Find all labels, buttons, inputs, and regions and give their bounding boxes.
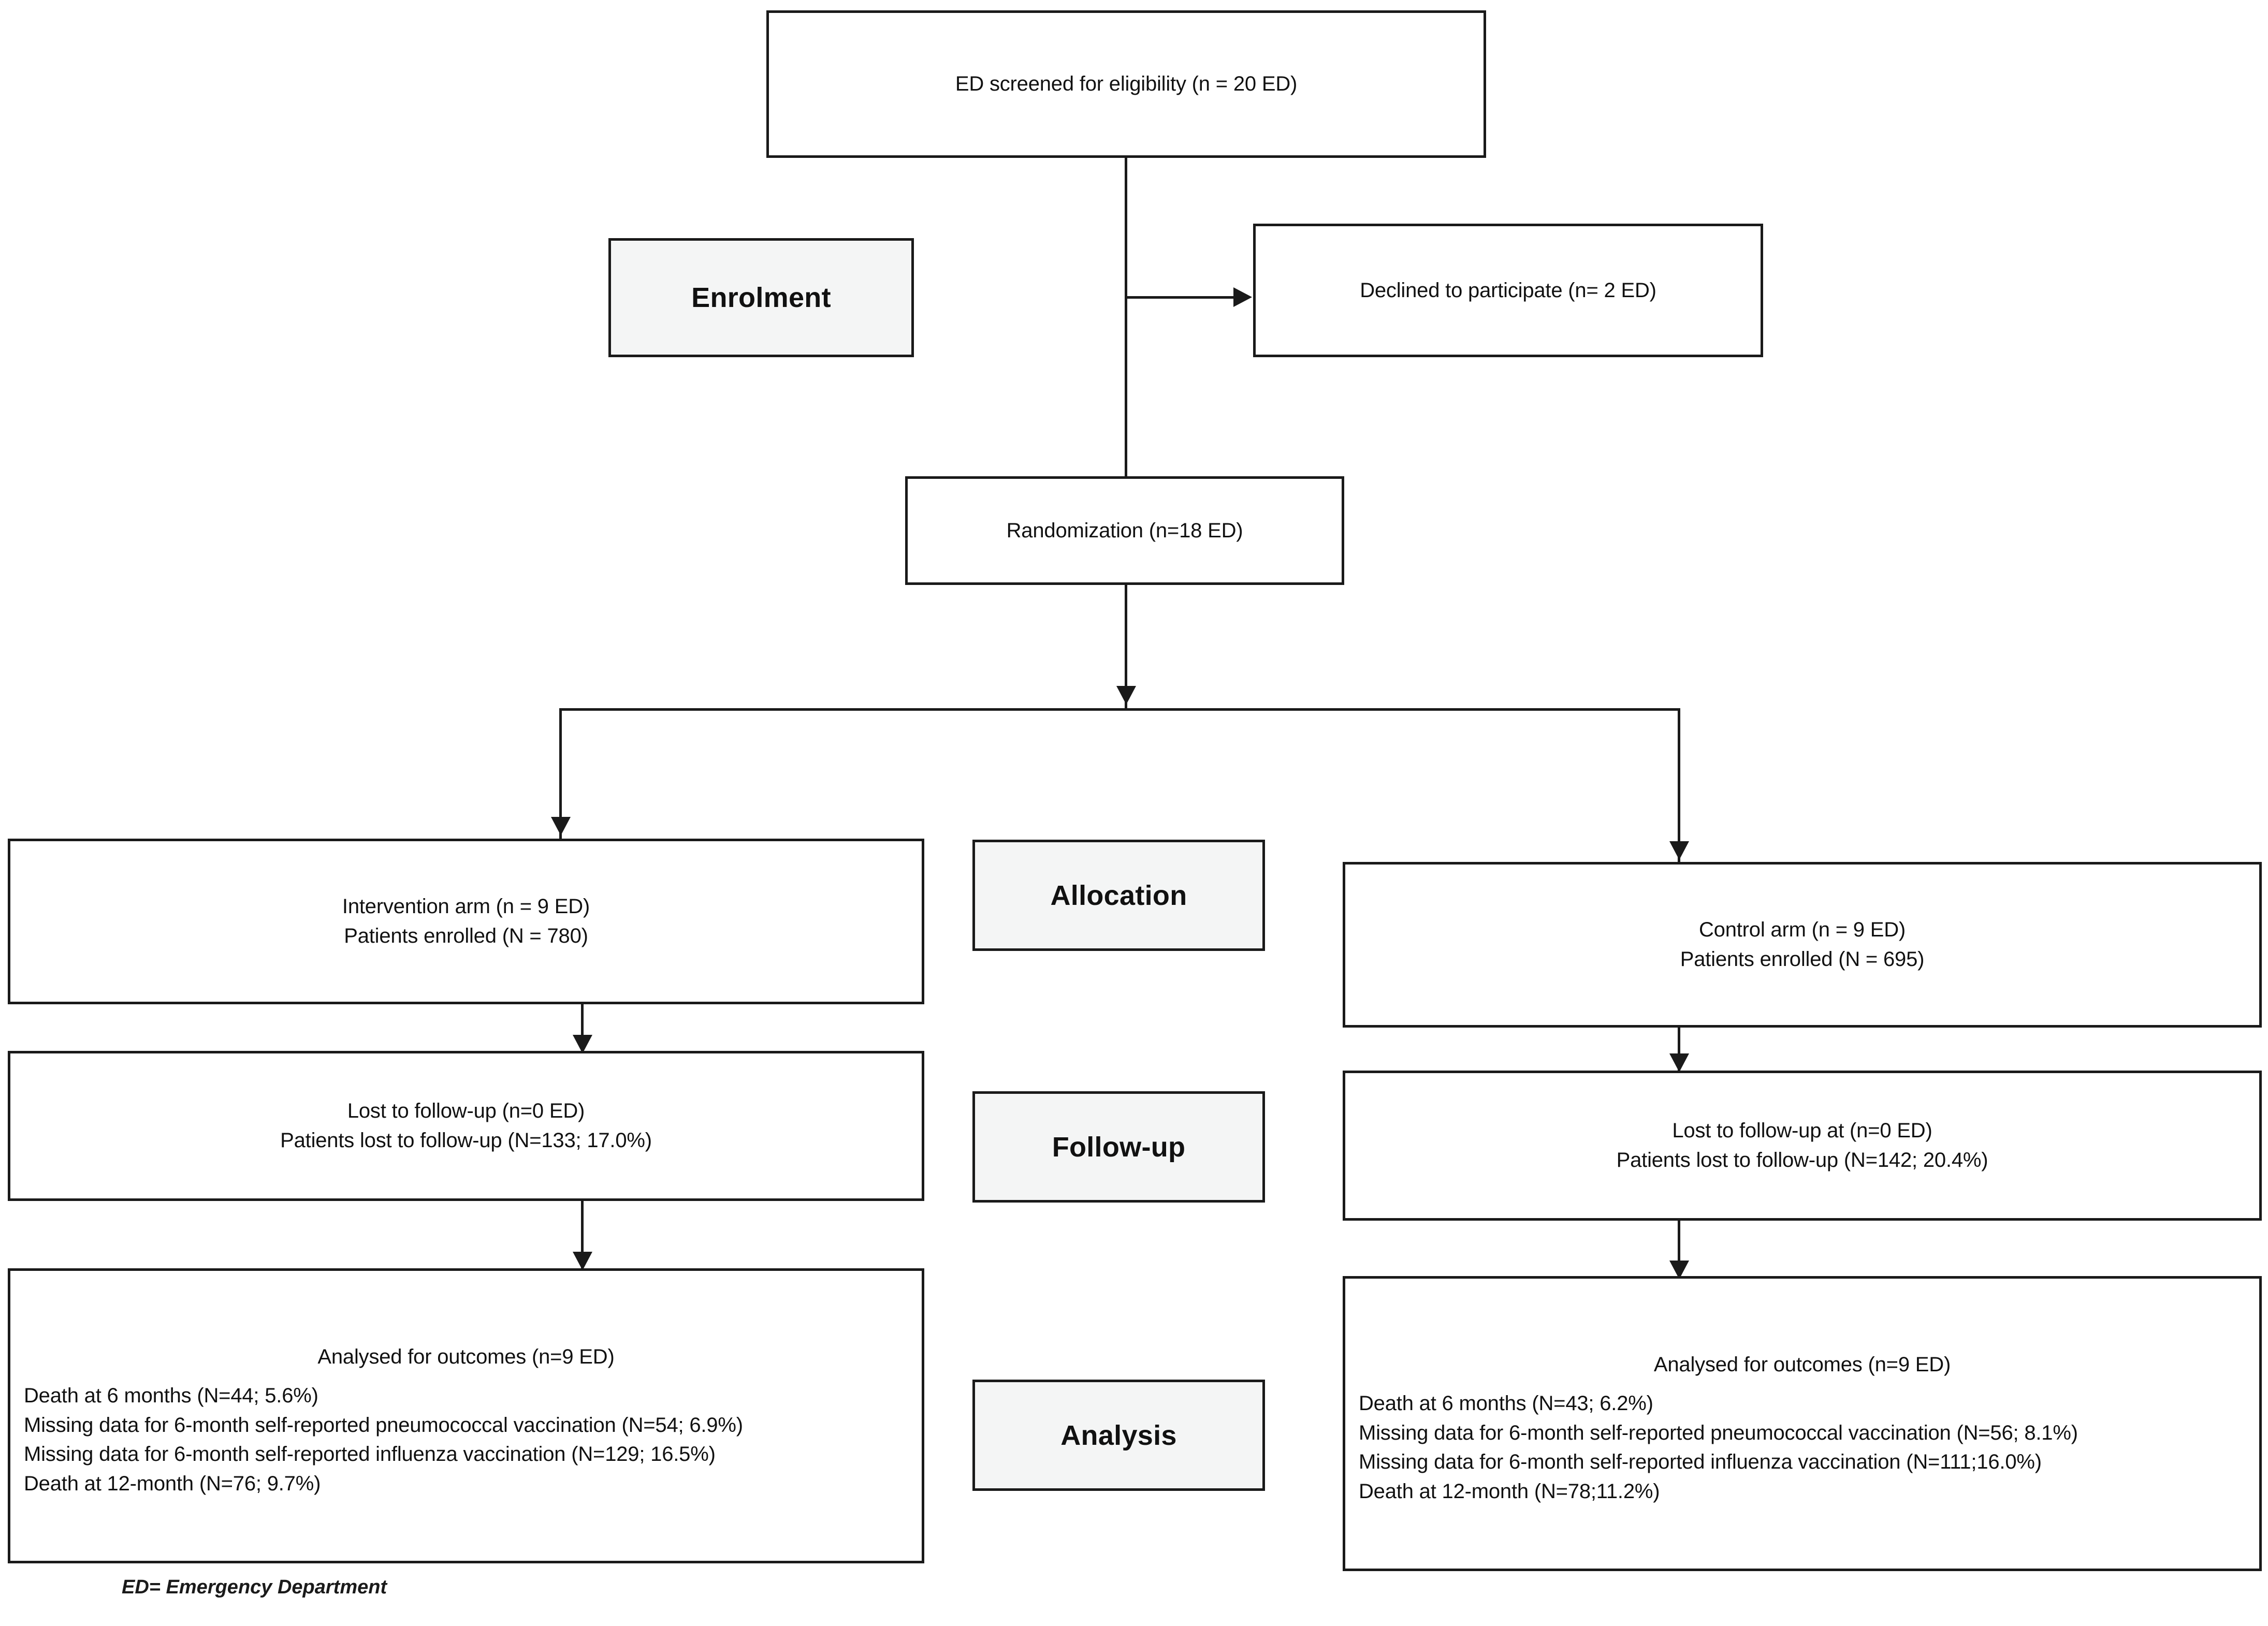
connector-split-bar <box>559 708 1680 711</box>
connector-intervention-followup-to-analysis <box>581 1201 584 1268</box>
connector-screened-to-declined <box>1127 296 1233 299</box>
connector-control-followup-to-analysis <box>1678 1221 1680 1278</box>
arrow-intervention-analysis-icon <box>573 1252 592 1270</box>
node-control-followup: Lost to follow-up at (n=0 ED) Patients l… <box>1343 1071 2262 1221</box>
node-control-analysis-heading: Analysed for outcomes (n=9 ED) <box>1653 1353 1951 1376</box>
node-intervention-allocation-line-1: Intervention arm (n = 9 ED) <box>342 895 590 918</box>
stage-label-allocation: Allocation <box>972 840 1265 951</box>
node-declined-to-participate: Declined to participate (n= 2 ED) <box>1253 224 1763 357</box>
node-intervention-followup-line-1: Lost to follow-up (n=0 ED) <box>347 1100 585 1123</box>
node-control-followup-line-1: Lost to follow-up at (n=0 ED) <box>1672 1119 1932 1142</box>
node-intervention-analysis-heading: Analysed for outcomes (n=9 ED) <box>317 1345 615 1368</box>
stage-label-followup: Follow-up <box>972 1091 1265 1203</box>
node-control-analysis-line-2: Missing data for 6-month self-reported p… <box>1359 1421 2078 1444</box>
node-ed-screened-line-1: ED screened for eligibility (n = 20 ED) <box>955 72 1298 96</box>
node-intervention-analysis-line-1: Death at 6 months (N=44; 5.6%) <box>24 1384 318 1407</box>
stage-label-allocation-text: Allocation <box>1050 880 1187 911</box>
node-intervention-allocation-line-2: Patients enrolled (N = 780) <box>344 925 588 947</box>
footnote-ed-abbreviation: ED= Emergency Department <box>122 1576 387 1598</box>
connector-control-allocation-to-followup <box>1678 1028 1680 1072</box>
node-intervention-analysis: Analysed for outcomes (n=9 ED) Death at … <box>8 1268 924 1563</box>
node-control-allocation-line-2: Patients enrolled (N = 695) <box>1680 948 1925 971</box>
stage-label-enrolment: Enrolment <box>608 238 914 357</box>
stage-label-analysis: Analysis <box>972 1380 1265 1491</box>
node-control-analysis: Analysed for outcomes (n=9 ED) Death at … <box>1343 1276 2262 1571</box>
arrow-intervention-followup-icon <box>573 1035 592 1053</box>
connector-split-to-intervention <box>559 708 562 840</box>
node-intervention-followup: Lost to follow-up (n=0 ED) Patients lost… <box>8 1051 924 1201</box>
node-declined-line-1: Declined to participate (n= 2 ED) <box>1360 279 1656 302</box>
node-randomization: Randomization (n=18 ED) <box>905 476 1344 585</box>
stage-label-followup-text: Follow-up <box>1052 1131 1186 1163</box>
connector-randomization-to-split <box>1125 585 1127 709</box>
node-intervention-analysis-line-4: Death at 12-month (N=76; 9.7%) <box>24 1472 321 1496</box>
stage-label-analysis-text: Analysis <box>1060 1419 1177 1451</box>
node-intervention-allocation: Intervention arm (n = 9 ED) Patients enr… <box>8 839 924 1004</box>
node-control-allocation-line-1: Control arm (n = 9 ED) <box>1698 918 1906 942</box>
arrow-randomization-split-icon <box>1116 686 1136 705</box>
node-control-analysis-line-4: Death at 12-month (N=78;11.2%) <box>1359 1480 1660 1503</box>
node-control-followup-line-2: Patients lost to follow-up (N=142; 20.4%… <box>1616 1149 1988 1171</box>
arrow-control-followup-icon <box>1669 1053 1689 1072</box>
node-randomization-line-1: Randomization (n=18 ED) <box>1006 519 1243 542</box>
connector-split-to-control <box>1678 708 1680 863</box>
node-control-analysis-line-1: Death at 6 months (N=43; 6.2%) <box>1359 1391 1653 1415</box>
node-control-allocation: Control arm (n = 9 ED) Patients enrolled… <box>1343 862 2262 1028</box>
connector-screened-to-randomization <box>1125 158 1127 476</box>
node-intervention-followup-line-2: Patients lost to follow-up (N=133; 17.0%… <box>280 1129 652 1152</box>
arrow-to-declined-icon <box>1233 287 1252 307</box>
node-intervention-analysis-line-2: Missing data for 6-month self-reported p… <box>24 1413 743 1437</box>
node-control-analysis-line-3: Missing data for 6-month self-reported i… <box>1359 1451 2042 1474</box>
node-intervention-analysis-line-3: Missing data for 6-month self-reported i… <box>24 1443 716 1466</box>
arrow-to-intervention-icon <box>551 817 571 836</box>
node-ed-screened: ED screened for eligibility (n = 20 ED) <box>766 10 1486 158</box>
stage-label-enrolment-text: Enrolment <box>691 282 831 313</box>
connector-intervention-allocation-to-followup <box>581 1004 584 1051</box>
arrow-to-control-icon <box>1669 841 1689 860</box>
